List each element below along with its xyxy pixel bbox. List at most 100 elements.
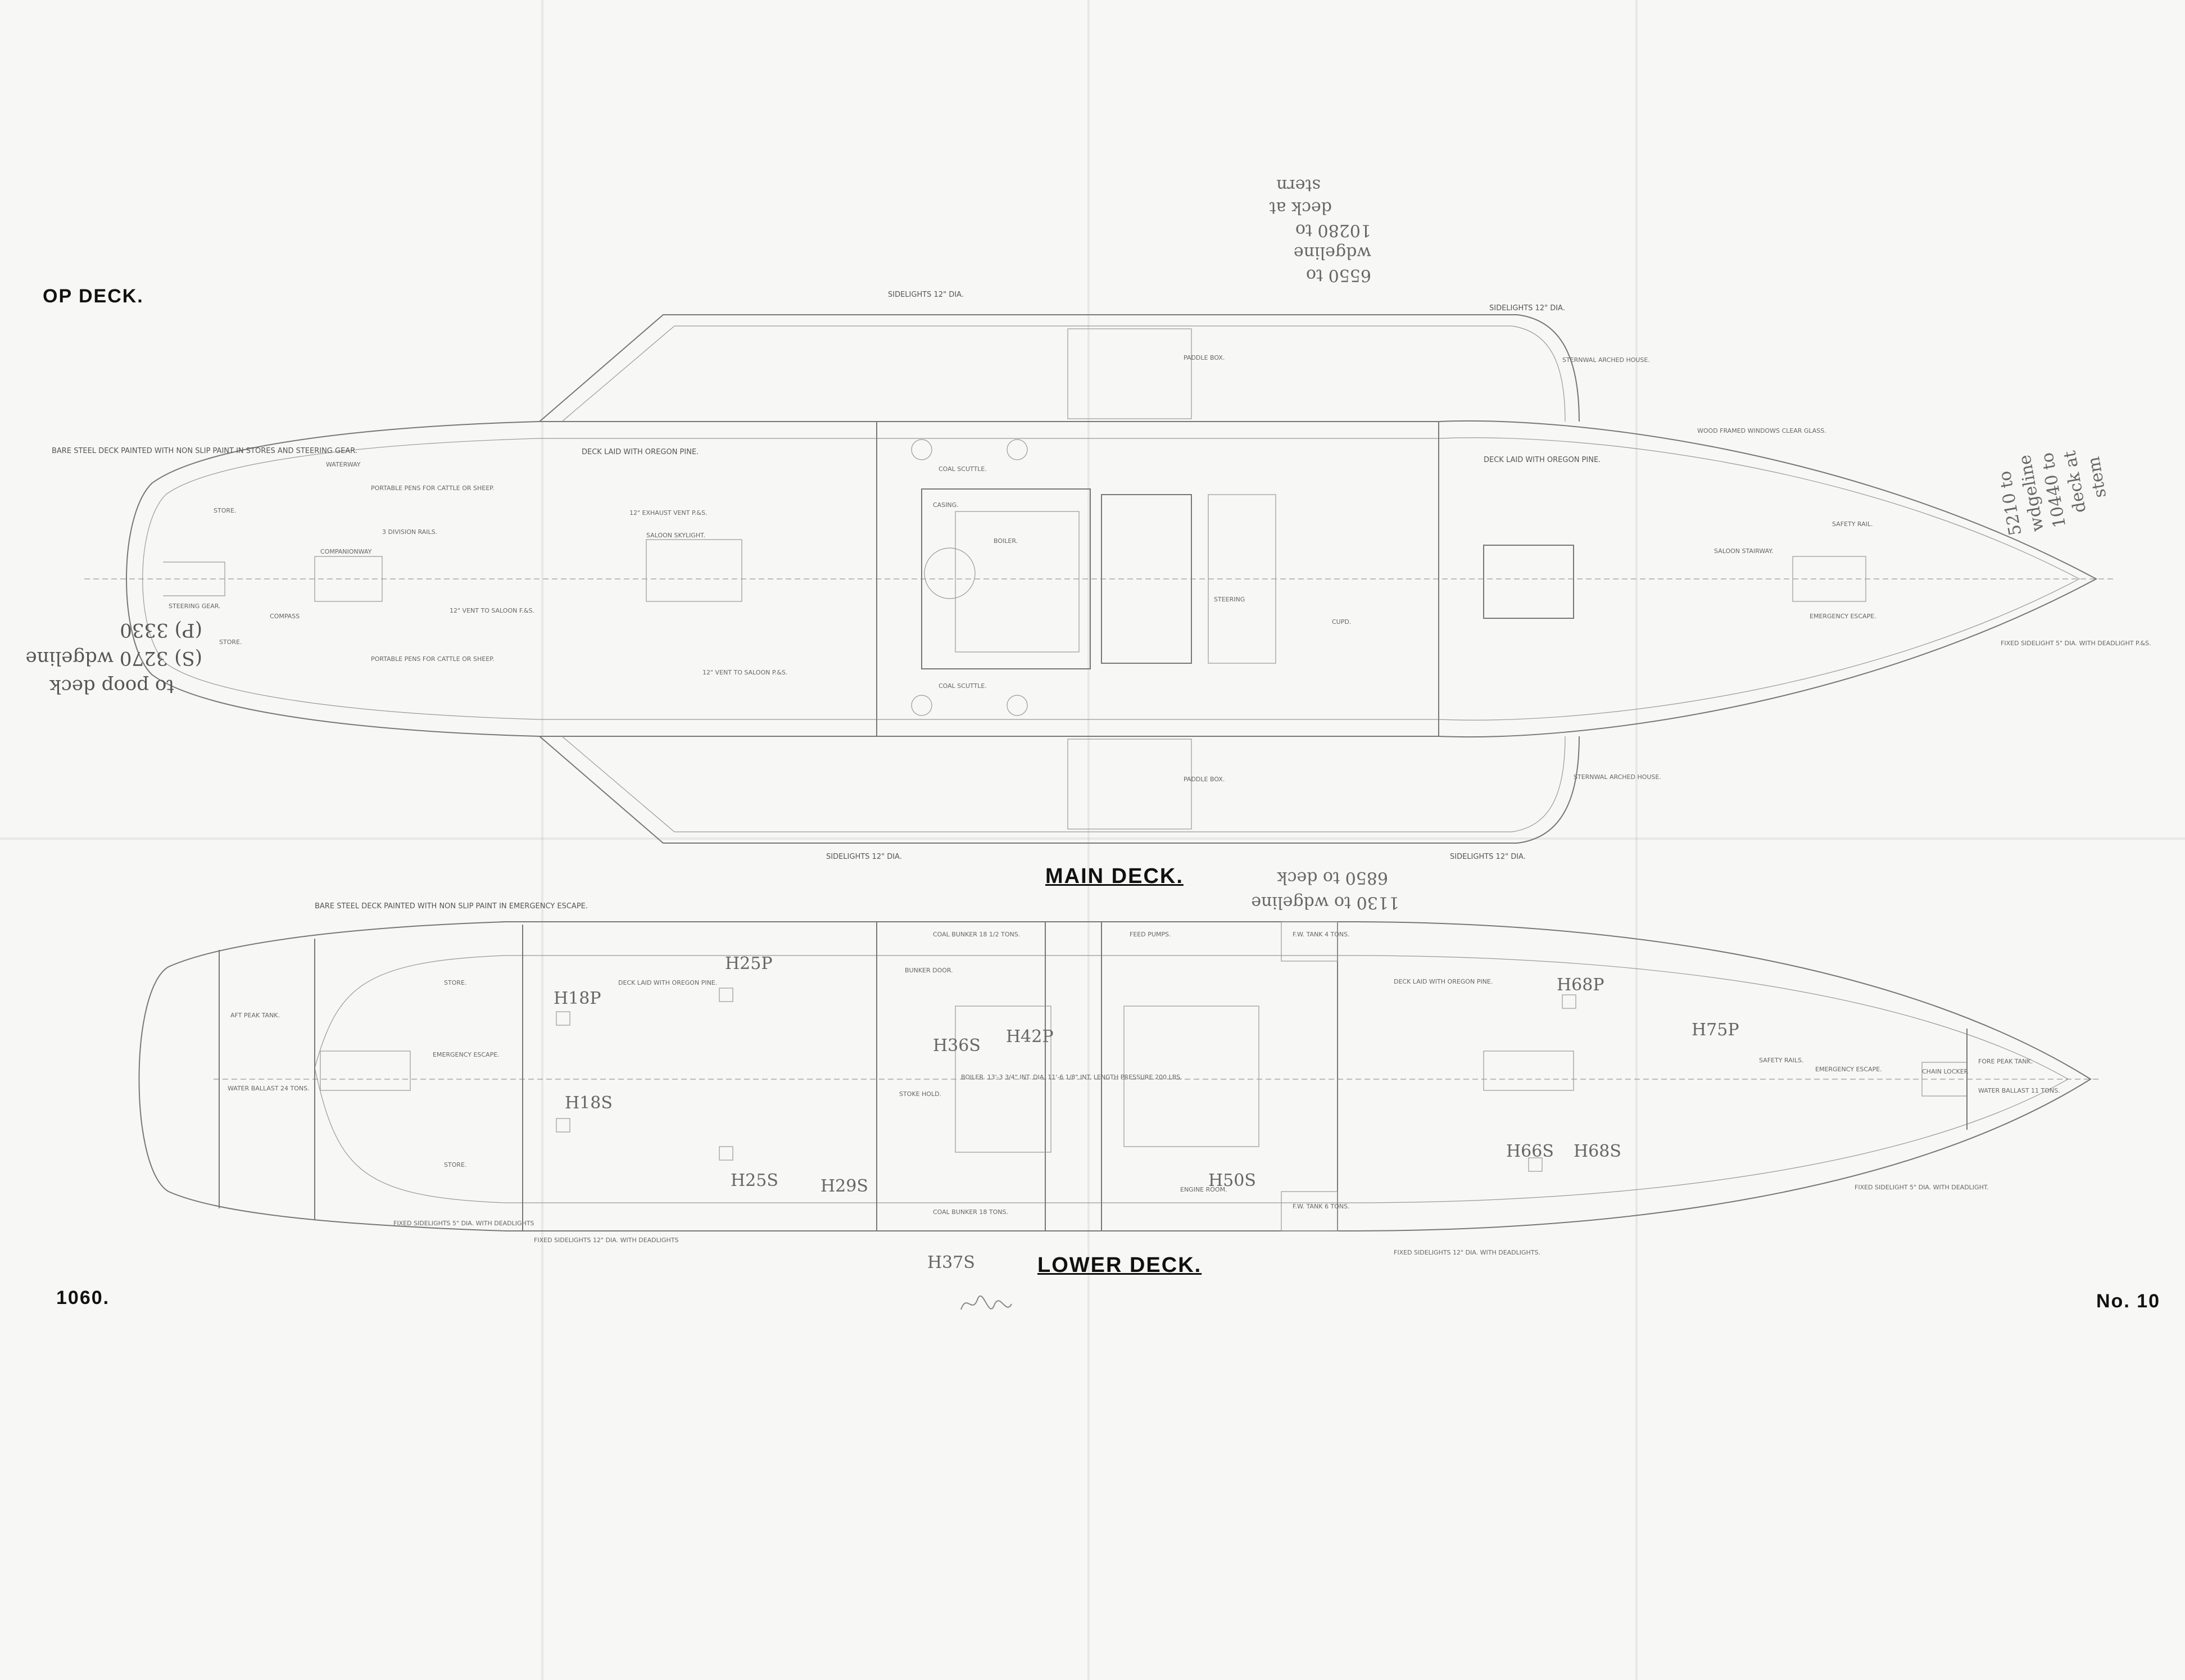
label: SAFETY RAILS. [1759,1057,1804,1064]
handwritten-top-note: 6550 to wdgeline 10280 to deck at stern [1270,175,1371,285]
handwritten-note: wdgeline [1294,243,1371,262]
steering-gear [163,561,225,596]
label: BARE STEEL DECK PAINTED WITH NON SLIP PA… [52,447,357,455]
handwritten-frame-mark: H18S [565,1093,613,1113]
saloon-skylight [646,539,742,602]
label: SALOON STAIRWAY. [1714,547,1773,555]
label: DECK LAID WITH OREGON PINE. [1394,978,1493,985]
label: PORTABLE PENS FOR CATTLE OR SHEEP. [371,484,495,492]
stokehold-and-boiler-room [876,921,1046,1231]
handwritten-note: (P) 3330 [120,619,202,641]
label: SAFETY RAIL. [1832,520,1873,528]
label: ENGINE ROOM. [1180,1186,1227,1193]
coal-scuttle-starboard [1007,695,1028,716]
label: WATER BALLAST 24 TONS. [228,1085,310,1092]
handwritten-note: stern [1276,175,1321,195]
label: DECK LAID WITH OREGON PINE. [1484,456,1601,464]
fold-line [0,837,2185,840]
label: CHAIN LOCKER [1922,1068,1969,1075]
label: STORE. [444,1161,466,1169]
lower-deck-plan [138,921,2102,1231]
label: FIXED SIDELIGHT 5" DIA. WITH DEADLIGHT P… [2001,640,2151,647]
lower-deck-title: LOWER DECK. [1037,1253,1202,1277]
handwritten-frame-mark: H18P [554,989,601,1008]
main-deck-hull-outline [126,420,2098,738]
stanchion-box [556,1011,570,1026]
paddle-box-starboard [1067,739,1192,830]
label: BOILER. 13'-3 3/4" INT. DIA. 11'-6 1/8" … [961,1074,1182,1081]
handwritten-note: stem [2084,455,2110,500]
handwritten-note: (S) 3270 wdgeline [26,647,202,669]
main-deck-title: MAIN DECK. [1045,864,1184,888]
fw-tank [1281,1191,1338,1231]
label: PADDLE BOX. [1184,354,1225,361]
handwritten-note: deck at [1270,198,1332,218]
aft-companionway [314,556,383,602]
handwritten-frame-mark: H75P [1692,1020,1739,1040]
label: FIXED SIDELIGHTS 5" DIA. WITH DEADLIGHTS [393,1220,534,1227]
label: BARE STEEL DECK PAINTED WITH NON SLIP PA… [315,902,588,911]
stanchion-box [719,1146,733,1161]
label: EMERGENCY ESCAPE. [433,1051,500,1058]
engine [1123,1006,1259,1147]
boiler-uptake [924,547,976,599]
handwritten-note: 6850 to deck [1277,868,1388,887]
signature-scribble [960,1296,1012,1310]
label: 12" EXHAUST VENT P.&S. [629,509,707,517]
lower-boiler [955,1006,1051,1153]
sheet-number-right: No. 10 [2096,1290,2161,1312]
label: F.W. TANK 4 TONS. [1293,931,1350,938]
steering-house [1208,494,1276,664]
handwritten-note: 6550 to [1306,265,1371,285]
paddle-sponson-starboard-inner [561,736,1566,832]
handwritten-frame-mark: H25S [731,1171,778,1190]
fwd-stairway [1483,1050,1574,1091]
handwritten-poop-note: (P) 3330 (S) 3270 wdgeline to poop deck [26,619,202,698]
handwritten-frame-mark: H37S [927,1253,975,1273]
handwritten-frame-mark: H50S [1208,1171,1256,1190]
fold-line [1087,0,1090,1680]
label: 3 DIVISION RAILS. [382,528,437,536]
label: WATERWAY [326,461,361,468]
forward-companion [1792,556,1866,602]
paddle-sponson-port [539,314,1580,422]
fold-line [1635,0,1638,1680]
coal-scuttle-starboard [911,695,932,716]
label: STORE. [214,507,236,514]
handwritten-frame-mark: H42P [1006,1027,1054,1047]
label: SIDELIGHTS 12" DIA. [1450,853,1526,861]
paddle-sponson-port-inner [561,325,1566,422]
label: FORE PEAK TANK. [1978,1058,2033,1065]
fold-line [541,0,543,1680]
label: CUPD. [1332,618,1351,626]
top-deck-title: OP DECK. [43,286,144,307]
stanchion-box [719,988,733,1002]
label: 12" VENT TO SALOON F.&S. [450,607,534,614]
label: COMPANIONWAY [320,548,372,555]
boiler-casing [921,488,1091,669]
label: DECK LAID WITH OREGON PINE. [582,448,699,456]
forward-hatch [1483,545,1574,619]
label: EMERGENCY ESCAPE. [1810,613,1876,620]
stanchion-box [1528,1157,1543,1172]
stanchion-box [1562,994,1576,1009]
label: FIXED SIDELIGHT 5" DIA. WITH DEADLIGHT. [1855,1184,1989,1191]
fw-tank [1281,921,1338,962]
handwritten-note: to poop deck [49,675,174,698]
coal-scuttle-port [1007,439,1028,460]
label: STEERING [1214,596,1245,603]
paddle-box-port [1067,328,1192,419]
label: BOILER. [994,537,1018,545]
label: COMPASS [270,613,300,620]
lower-stairway [320,1050,411,1091]
label: STERNWAL ARCHED HOUSE. [1562,356,1650,364]
handwritten-frame-mark: H68P [1557,975,1604,995]
handwritten-frame-mark: H66S [1506,1142,1554,1161]
coal-scuttle-port [911,439,932,460]
main-deck-plan [84,314,2113,844]
label: PORTABLE PENS FOR CATTLE OR SHEEP. [371,655,495,663]
label: CASING. [933,501,959,509]
label: FIXED SIDELIGHTS 12" DIA. WITH DEADLIGHT… [1394,1249,1540,1256]
label: COAL SCUTTLE. [939,465,987,473]
